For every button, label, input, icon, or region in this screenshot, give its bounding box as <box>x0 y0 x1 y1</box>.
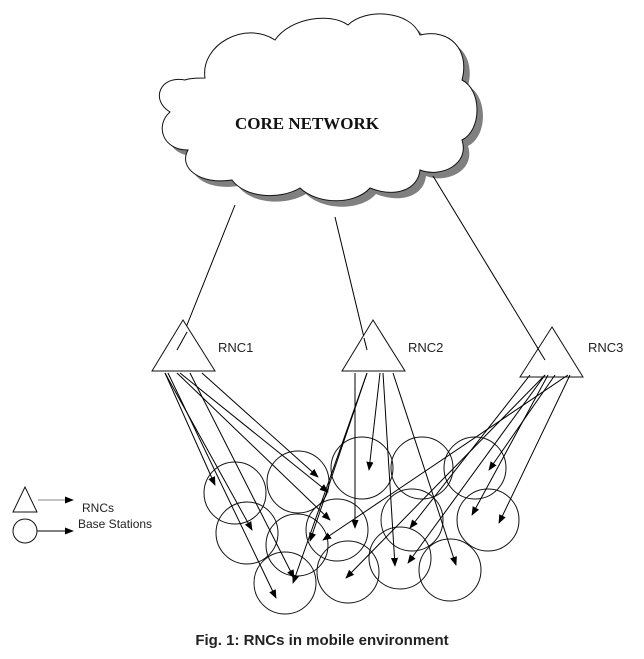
legend-label-rncs: RNCs <box>82 501 114 515</box>
link-arrow-13 <box>392 372 457 566</box>
rnc1-label: RNC1 <box>218 340 253 355</box>
base-station-6[interactable] <box>215 501 279 565</box>
base-station-11[interactable] <box>253 551 317 615</box>
link-arrow-7 <box>179 372 329 493</box>
legend-item-rncs: RNCs <box>12 485 114 515</box>
cloud-outline <box>158 13 478 202</box>
link-arrow-11 <box>366 372 381 471</box>
base-stations <box>203 436 520 615</box>
rnc-1[interactable]: RNC1 <box>151 319 253 372</box>
link-arrow-5 <box>189 372 295 579</box>
base-station-3[interactable] <box>330 436 394 500</box>
base-station-4[interactable] <box>390 436 454 500</box>
link-arrow-10 <box>292 372 368 584</box>
rnc2-triangle-icon[interactable] <box>341 319 406 372</box>
link-arrow-12 <box>382 372 399 567</box>
link-cloud-rnc3 <box>432 175 546 361</box>
rnc2-link-overlay <box>363 337 368 351</box>
link-arrow-19 <box>322 374 569 541</box>
base-station-13[interactable] <box>368 526 432 590</box>
link-arrow-20 <box>471 374 549 516</box>
legend-label-base-stations: Base Stations <box>78 517 152 531</box>
base-station-5[interactable] <box>443 436 507 500</box>
base-station-1[interactable] <box>203 461 267 525</box>
rnc1-triangle-icon[interactable] <box>151 319 216 372</box>
link-arrow-16 <box>345 374 546 579</box>
rnc3-label: RNC3 <box>588 340 623 355</box>
base-station-8[interactable] <box>305 498 369 562</box>
legend-item-base-stations: Base Stations <box>12 517 152 544</box>
cloud-label: CORE NETWORK <box>235 114 380 133</box>
legend: RNCs Base Stations <box>12 485 152 544</box>
rnc3-link-overlay <box>536 346 546 361</box>
link-arrow-18 <box>498 374 571 524</box>
base-station-9[interactable] <box>380 488 444 552</box>
rnc-3[interactable]: RNC3 <box>519 326 623 378</box>
base-station-10[interactable] <box>456 488 520 552</box>
legend-triangle-icon <box>12 485 38 513</box>
rnc-2[interactable]: RNC2 <box>341 319 443 372</box>
base-station-14[interactable] <box>418 538 482 602</box>
rnc1-link-overlay <box>176 331 188 351</box>
link-arrow-3 <box>167 372 277 599</box>
rnc3-triangle-icon[interactable] <box>519 326 584 378</box>
link-arrow-6 <box>201 372 319 478</box>
link-cloud-rnc2 <box>334 216 368 351</box>
link-arrow-2 <box>164 372 253 531</box>
legend-circle-icon <box>12 518 38 544</box>
figure-caption: Fig. 1: RNCs in mobile environment <box>195 632 448 649</box>
rnc-to-base-station-arrows <box>164 372 571 599</box>
rnc2-label: RNC2 <box>408 340 443 355</box>
link-arrow-1 <box>164 372 216 486</box>
core-network-cloud: CORE NETWORK <box>158 13 484 207</box>
base-station-12[interactable] <box>316 540 380 604</box>
